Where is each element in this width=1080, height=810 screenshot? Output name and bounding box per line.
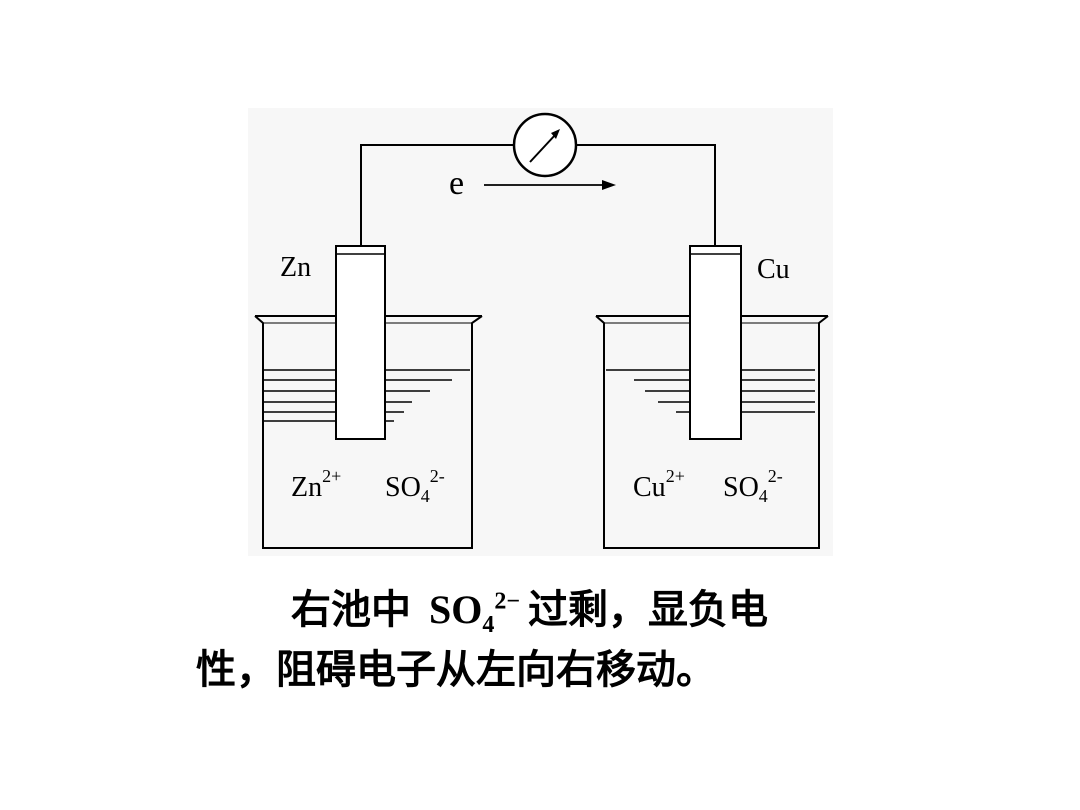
copper-ion-label: Cu2+: [633, 466, 685, 503]
circuit-wire: [360, 144, 513, 246]
right-sulfate-ion-label: SO42-: [723, 466, 783, 506]
left-sulfate-ion-label: SO42-: [385, 466, 445, 506]
zinc-electrode-label: Zn: [280, 252, 311, 283]
electron-flow-arrow-icon: [484, 180, 616, 190]
caption-line-2: 性，阻碍电子从左向右移动。: [196, 646, 716, 693]
electron-label: e: [449, 165, 464, 202]
galvanometer-icon: [512, 112, 578, 178]
caption-text: 右池中 SO42−过剩，显负电 性，阻碍电子从左向右移动。: [196, 580, 916, 700]
sulfate-formula: SO42−: [429, 587, 521, 638]
galvanic-cell-diagram: e: [254, 112, 829, 549]
caption-line-1-end: 过剩，显负电: [528, 586, 769, 633]
caption-line-1: 右池中 SO42−过剩，显负电: [196, 580, 916, 640]
copper-electrode: [689, 245, 742, 440]
zinc-ion-label: Zn2+: [291, 466, 341, 503]
caption-line-1-start: 右池中: [291, 586, 411, 633]
zinc-electrode: [335, 245, 386, 440]
circuit-wire-right: [577, 144, 716, 246]
copper-electrode-label: Cu: [757, 254, 790, 285]
